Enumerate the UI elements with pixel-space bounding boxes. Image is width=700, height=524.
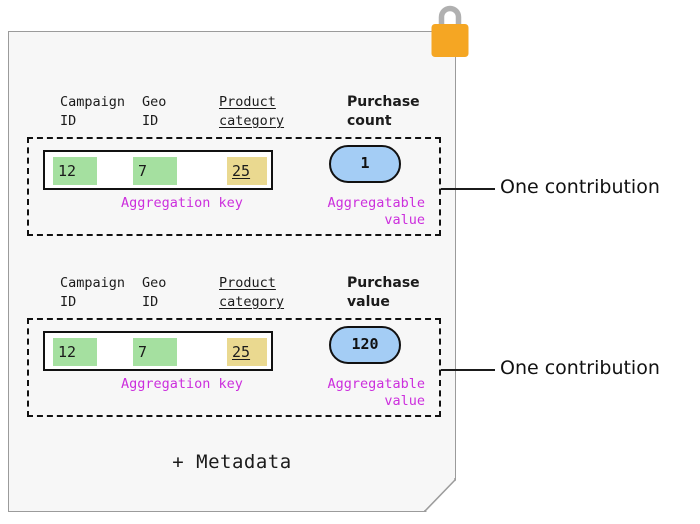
key-chip-campaign-id: 12 [53, 338, 97, 366]
aggregation-key-box-2: 12 7 25 [43, 331, 273, 371]
contribution-block-2: Campaign ID Geo ID Product category Purc… [27, 274, 441, 417]
note-aggregation-key-2: Aggregation key [121, 376, 243, 392]
aggregatable-value-pill-1: 1 [329, 145, 401, 183]
card-surface [8, 31, 456, 512]
contribution-outline-2: 12 7 25 120 Aggregation key Aggregatable… [27, 318, 441, 417]
header-purchase-value: Purchase value [347, 275, 420, 310]
header-product-category: Product category [219, 94, 285, 129]
contribution-block-1: Campaign ID Geo ID Product category Purc… [27, 93, 441, 236]
callout-leader-line-2 [441, 369, 495, 371]
lock-icon [431, 5, 469, 57]
callout-leader-line-1 [441, 188, 495, 190]
aggregatable-report-card: Campaign ID Geo ID Product category Purc… [8, 31, 456, 512]
column-headers-1: Campaign ID Geo ID Product category Purc… [27, 93, 441, 137]
header-geo-id: Geo ID [142, 94, 167, 129]
header-product-category: Product category [219, 275, 285, 310]
header-geo-id: Geo ID [142, 275, 167, 310]
key-chip-geo-id: 7 [133, 338, 177, 366]
column-headers-2: Campaign ID Geo ID Product category Purc… [27, 274, 441, 318]
note-aggregation-key-1: Aggregation key [121, 195, 243, 211]
callout-label-1: One contribution [500, 176, 660, 198]
key-chip-campaign-id: 12 [53, 157, 97, 185]
metadata-label: + Metadata [172, 451, 292, 473]
contribution-outline-1: 12 7 25 1 Aggregation key Aggregatable v… [27, 137, 441, 236]
note-aggregatable-value-2: Aggregatable value [327, 376, 425, 409]
key-chip-geo-id: 7 [133, 157, 177, 185]
note-aggregatable-value-1: Aggregatable value [327, 195, 425, 228]
header-campaign-id: Campaign ID [60, 275, 126, 310]
key-chip-product-category: 25 [227, 157, 267, 185]
aggregation-key-box-1: 12 7 25 [43, 150, 273, 190]
key-chip-product-category: 25 [227, 338, 267, 366]
header-purchase-count: Purchase count [347, 94, 420, 129]
header-campaign-id: Campaign ID [60, 94, 126, 129]
aggregatable-value-pill-2: 120 [329, 326, 401, 364]
callout-label-2: One contribution [500, 357, 660, 379]
